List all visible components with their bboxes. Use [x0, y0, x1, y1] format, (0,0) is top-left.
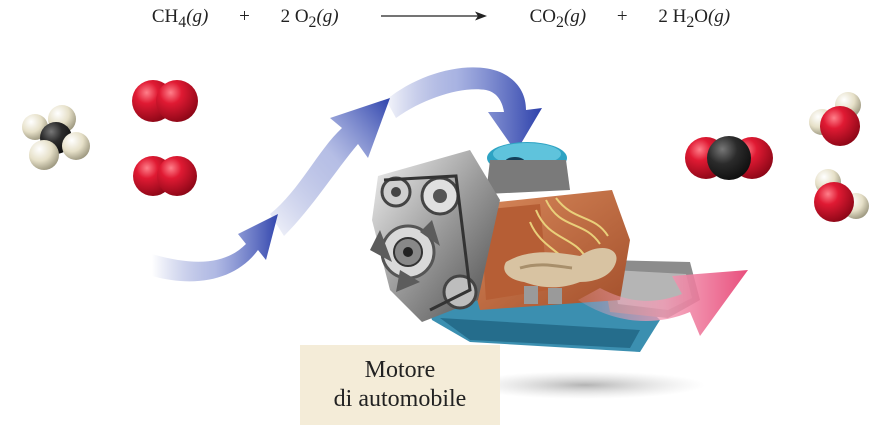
water-molecule-icon: [814, 169, 869, 222]
oxygen-molecule-icon: [132, 80, 198, 122]
engine-label-line-1: Motore: [364, 357, 436, 383]
reactants-flow-arrow: [152, 67, 542, 282]
oxygen-molecule-icon: [133, 156, 197, 196]
reaction-arrow-icon: [381, 11, 488, 21]
plus-sign: +: [239, 6, 250, 27]
product-carbon-dioxide: CO2(g): [529, 6, 587, 31]
product-water: 2 H2O(g): [658, 6, 731, 31]
reactant-oxygen: 2 O2(g): [280, 6, 339, 31]
engine-shadow: [465, 371, 705, 399]
water-molecule-icon: [809, 92, 861, 146]
reaction-arrow: [374, 6, 494, 28]
carbon-dioxide-molecule-icon: [685, 136, 773, 180]
engine-label-line-2: di automobile: [333, 386, 467, 412]
engine-illustration: [370, 142, 700, 352]
reactant-methane: CH4(g): [151, 6, 209, 31]
chemical-equation: CH4(g) + 2 O2(g) CO2(g) + 2 H2O(g): [0, 6, 882, 32]
methane-molecule-icon: [22, 105, 90, 170]
exhaust-flow-arrow: [578, 270, 748, 336]
engine-label: Motore di automobile: [300, 345, 500, 425]
plus-sign: +: [616, 6, 628, 27]
